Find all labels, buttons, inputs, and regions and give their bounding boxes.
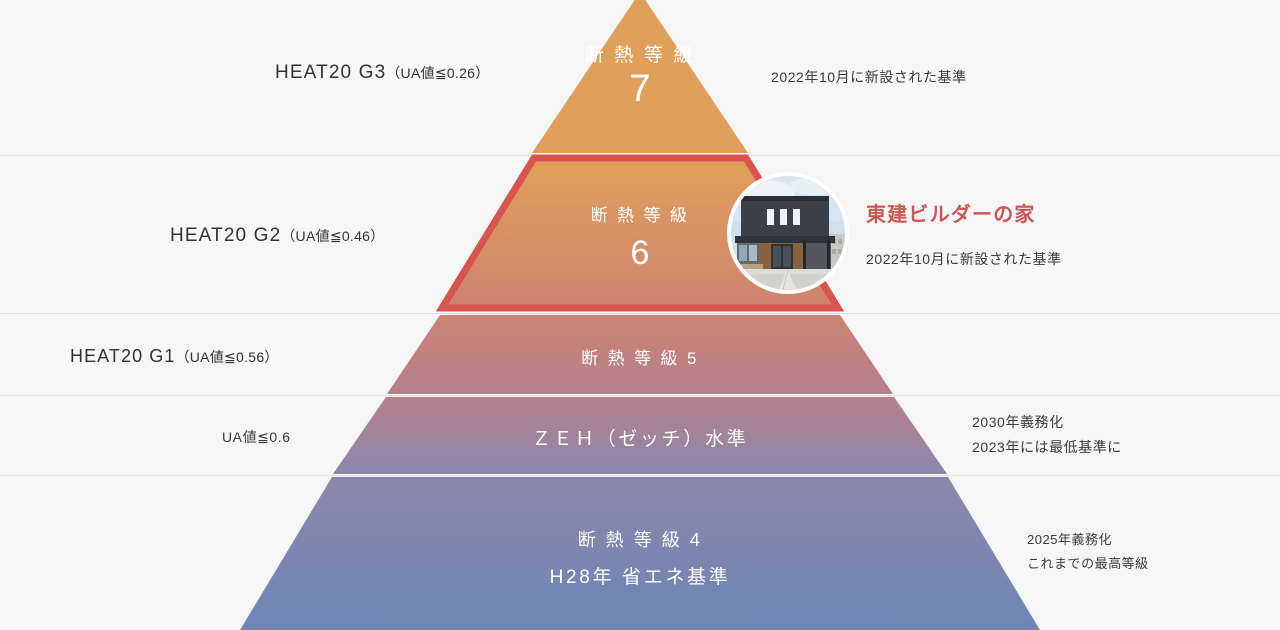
heat20-g1-sub: （UA値≦0.56）: [175, 349, 279, 365]
pyramid-level-grade7: [532, 0, 748, 153]
pyramid-level-grade4: [240, 477, 1040, 630]
house-illustration-icon: [731, 176, 845, 290]
heat20-g2-main: HEAT20 G2: [170, 225, 282, 246]
pyramid-level-zeh: [333, 397, 947, 474]
heat20-g2-sub: （UA値≦0.46）: [281, 228, 385, 244]
grade6-number: 6: [630, 234, 650, 272]
grade4-sublabel: H28年 省エネ基準: [549, 567, 731, 588]
heat20-g1-label: HEAT20 G1（UA値≦0.56）: [70, 346, 279, 367]
builder-house-photo: [727, 172, 849, 294]
heat20-g2-label: HEAT20 G2（UA値≦0.46）: [170, 225, 385, 247]
zeh-label: ＺＥＨ（ゼッチ）水準: [531, 429, 749, 450]
grade7-note: 2022年10月に新設された基準: [771, 69, 967, 85]
heat20-g3-label: HEAT20 G3（UA値≦0.26）: [275, 62, 490, 84]
grade7-number: 7: [629, 68, 651, 110]
heat20-g3-main: HEAT20 G3: [275, 62, 387, 83]
grade4-label: 断 熱 等 級 4: [577, 530, 703, 550]
grade6-note: 2022年10月に新設された基準: [866, 251, 1062, 267]
zeh-ua-value: UA値≦0.6: [222, 429, 291, 445]
grade4-note-line2: これまでの最高等級: [1027, 556, 1149, 571]
pyramid-level-grade5: [387, 315, 893, 394]
grade6-label: 断 熱 等 級: [590, 206, 690, 225]
grade7-label: 断 熱 等 級: [584, 45, 696, 66]
house-photo-clip: [731, 176, 845, 290]
grade4-note: 2025年義務化 これまでの最高等級: [1027, 528, 1149, 576]
grade4-note-line1: 2025年義務化: [1027, 532, 1113, 547]
row-divider-4: [0, 475, 1280, 476]
row-divider-3: [0, 395, 1280, 396]
zeh-note: 2030年義務化 2023年には最低基準に: [972, 410, 1122, 460]
heat20-g1-main: HEAT20 G1: [70, 346, 176, 366]
builder-house-title: 東建ビルダーの家: [866, 204, 1036, 226]
zeh-note-line2: 2023年には最低基準に: [972, 439, 1122, 455]
row-divider-2: [0, 313, 1280, 314]
grade5-label: 断 熱 等 級 5: [581, 349, 699, 368]
heat20-g3-sub: （UA値≦0.26）: [386, 65, 490, 81]
zeh-note-line1: 2030年義務化: [972, 414, 1064, 430]
